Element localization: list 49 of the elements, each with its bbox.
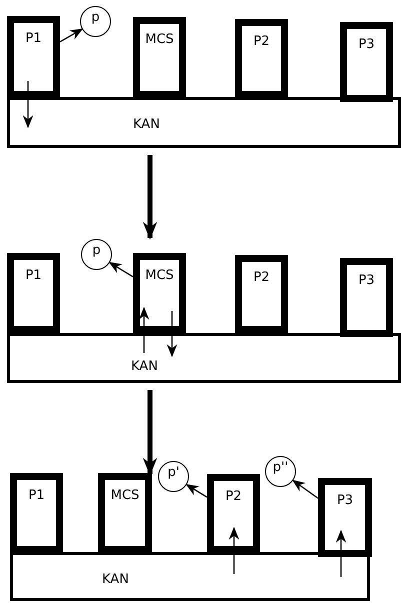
node-label: P3 <box>336 493 354 508</box>
block-box <box>340 258 393 337</box>
block-box <box>98 473 152 553</box>
block-box <box>235 255 288 333</box>
node-label: p <box>92 243 101 258</box>
arrow <box>60 28 84 42</box>
node-label: P2 <box>225 489 242 504</box>
node-label: KAN <box>133 117 160 132</box>
circle-node <box>158 461 189 492</box>
arrow <box>22 81 34 128</box>
bus-box <box>7 333 401 383</box>
node-label: P1 <box>28 488 45 503</box>
bus-box <box>10 552 370 601</box>
block-box <box>318 478 372 557</box>
node-label: MCS <box>145 268 174 283</box>
node-label: P1 <box>25 31 42 46</box>
arrow <box>142 155 158 240</box>
arrow <box>142 390 158 476</box>
node-label: P3 <box>358 37 375 52</box>
circle-node <box>81 239 112 270</box>
arrow <box>228 526 240 574</box>
arrow <box>108 262 134 278</box>
arrow <box>138 306 150 353</box>
node-label: P1 <box>25 268 42 283</box>
block-box <box>340 22 393 102</box>
block-box <box>207 474 260 553</box>
node-label: P3 <box>358 273 375 288</box>
block-box <box>235 19 288 98</box>
node-label: MCS <box>145 32 174 47</box>
block-box <box>133 17 186 98</box>
node-label: p <box>91 10 100 25</box>
node-label: P2 <box>253 34 270 49</box>
arrow <box>186 484 208 498</box>
arrow <box>336 530 346 577</box>
node-label: KAN <box>131 359 158 374</box>
node-label: p' <box>168 465 180 480</box>
block-box <box>7 16 60 98</box>
node-label: MCS <box>110 488 140 503</box>
bus-box <box>7 97 401 148</box>
block-box <box>133 253 186 333</box>
arrow <box>292 480 318 499</box>
circle-node <box>80 6 111 37</box>
block-box <box>10 473 63 553</box>
node-label: p'' <box>272 460 288 475</box>
circle-node <box>265 456 296 487</box>
node-label: KAN <box>102 572 129 587</box>
node-label: P2 <box>253 270 270 285</box>
arrow <box>166 311 178 358</box>
block-box <box>7 253 60 333</box>
